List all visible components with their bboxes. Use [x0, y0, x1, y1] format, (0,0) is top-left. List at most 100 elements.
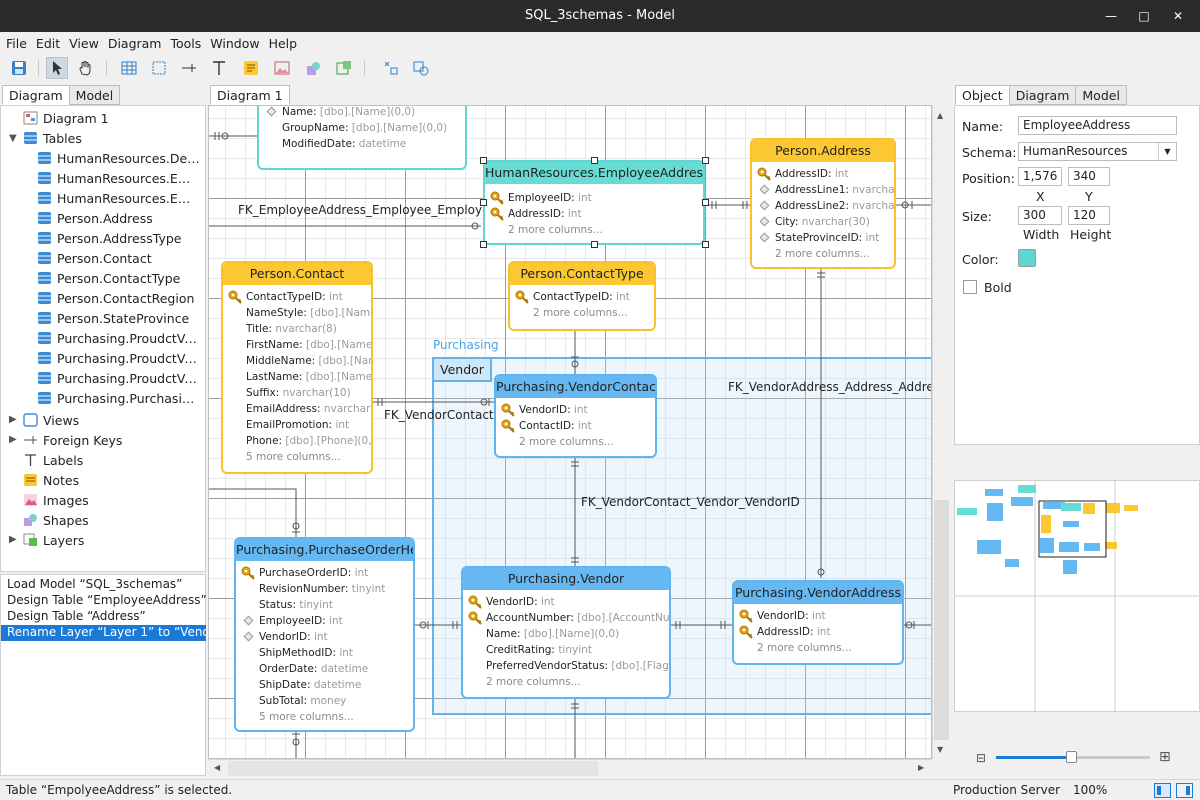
zoom-slider[interactable]: [996, 751, 1150, 763]
menu-window[interactable]: Window: [210, 36, 260, 51]
scrollbar-thumb[interactable]: [228, 761, 598, 776]
scroll-right-icon[interactable]: ▶: [918, 763, 925, 772]
tree-item-table[interactable]: HumanResources.Departm: [37, 148, 202, 168]
tree-item-table[interactable]: Person.StateProvince: [37, 308, 189, 328]
tree-item-table[interactable]: HumanResources.Employe: [37, 188, 202, 208]
tree-item-labels[interactable]: Labels: [23, 450, 83, 470]
tab-model-props[interactable]: Model: [1075, 85, 1127, 105]
tree-item-table[interactable]: Person.ContactRegion: [37, 288, 194, 308]
tree-item-diagram[interactable]: Diagram 1: [23, 108, 109, 128]
fk-label[interactable]: FK_EmployeeAddress_Employee_EmployeeID: [238, 203, 510, 217]
history-item-selected[interactable]: Rename Layer “Layer 1” to “Vendor”: [1, 625, 206, 641]
fk-label[interactable]: FK_VendorContact: [384, 408, 494, 422]
tree-item-foreign-keys[interactable]: Foreign Keys: [23, 430, 122, 450]
fk-label[interactable]: FK_VendorContact_Vendor_VendorID: [581, 495, 800, 509]
more-columns[interactable]: 2 more columns...: [757, 642, 852, 654]
chevron-right-icon[interactable]: ▶: [9, 534, 17, 545]
resize-handle[interactable]: [591, 241, 598, 248]
hand-icon[interactable]: [74, 57, 96, 79]
tab-diagram-props[interactable]: Diagram: [1008, 85, 1077, 105]
layout-toggle-icon[interactable]: [1154, 783, 1171, 798]
pointer-icon[interactable]: [46, 57, 68, 79]
chevron-right-icon[interactable]: ▶: [9, 414, 17, 425]
tree-item-table[interactable]: HumanResources.Employe: [37, 168, 202, 188]
chevron-down-icon[interactable]: ▼: [1158, 143, 1176, 160]
minimize-button[interactable]: —: [1105, 9, 1117, 23]
menu-file[interactable]: File: [6, 36, 27, 51]
menu-view[interactable]: View: [69, 36, 99, 51]
zoom-out-icon[interactable]: ⊟: [976, 751, 987, 765]
shape-icon[interactable]: [302, 57, 324, 79]
name-field[interactable]: EmployeeAddress: [1018, 116, 1177, 135]
zoom-slider-handle[interactable]: [1066, 751, 1077, 763]
more-columns[interactable]: 2 more columns...: [486, 676, 581, 688]
horizontal-scrollbar[interactable]: ◀ ▶: [208, 759, 932, 777]
more-columns[interactable]: 2 more columns...: [508, 224, 603, 236]
color-swatch[interactable]: [1018, 249, 1036, 267]
resize-handle[interactable]: [480, 157, 487, 164]
tree-item-table[interactable]: Person.Contact: [37, 248, 152, 268]
scrollbar-thumb[interactable]: [934, 500, 949, 740]
foreign-key-icon[interactable]: [178, 57, 200, 79]
tree-item-table[interactable]: Purchasing.ProudctVendor: [37, 348, 202, 368]
scroll-down-icon[interactable]: ▼: [937, 745, 944, 754]
table-icon[interactable]: [118, 57, 140, 79]
more-columns[interactable]: 2 more columns...: [519, 436, 614, 448]
maximize-button[interactable]: □: [1138, 9, 1150, 23]
tree-item-table[interactable]: Purchasing.ProudctVendor: [37, 368, 202, 388]
tree-item-layers[interactable]: Layers: [23, 530, 84, 550]
tab-model[interactable]: Model: [68, 85, 121, 105]
table-top-partial[interactable]: Name: [dbo].[Name](0,0)GroupName: [dbo].…: [257, 106, 467, 170]
schema-select[interactable]: HumanResources▼: [1018, 142, 1177, 161]
overview-map[interactable]: [954, 480, 1200, 712]
menu-tools[interactable]: Tools: [170, 36, 202, 51]
tab-diagram[interactable]: Diagram: [2, 85, 70, 105]
position-y-field[interactable]: 340: [1068, 167, 1110, 186]
menu-edit[interactable]: Edit: [35, 36, 61, 51]
close-button[interactable]: ✕: [1172, 9, 1184, 23]
tree-item-images[interactable]: Images: [23, 490, 89, 510]
tree-item-shapes[interactable]: Shapes: [23, 510, 89, 530]
tab-diagram-1[interactable]: Diagram 1: [210, 85, 290, 105]
resize-handle[interactable]: [480, 241, 487, 248]
width-field[interactable]: 300: [1018, 206, 1062, 225]
history-item[interactable]: Load Model “SQL_3schemas”: [7, 577, 183, 591]
table-purchase-order-header[interactable]: Purchasing.PurchaseOrderHeader PurchaseO…: [234, 537, 415, 732]
height-field[interactable]: 120: [1068, 206, 1110, 225]
tab-object[interactable]: Object: [955, 85, 1010, 105]
more-columns[interactable]: 5 more columns...: [259, 711, 354, 723]
table-employee-address[interactable]: HumanResources.EmployeeAddress EmployeeI…: [483, 160, 705, 245]
zoom-in-icon[interactable]: ⊞: [1159, 749, 1171, 765]
resize-handle[interactable]: [702, 241, 709, 248]
tree-item-table[interactable]: Person.AddressType: [37, 228, 181, 248]
more-columns[interactable]: 2 more columns...: [775, 248, 870, 260]
note-icon[interactable]: [240, 57, 262, 79]
position-x-field[interactable]: 1,576: [1018, 167, 1062, 186]
layer-icon[interactable]: [333, 57, 355, 79]
tree-item-notes[interactable]: Notes: [23, 470, 79, 490]
panel-toggle-icon[interactable]: [1176, 783, 1193, 798]
fk-label[interactable]: FK_VendorAddress_Address_AddressID: [728, 380, 931, 394]
bold-checkbox[interactable]: [963, 280, 977, 294]
resize-handle[interactable]: [702, 157, 709, 164]
image-icon[interactable]: [271, 57, 293, 79]
chevron-down-icon[interactable]: ▼: [9, 133, 17, 144]
more-columns[interactable]: 5 more columns...: [246, 451, 341, 463]
resize-handle[interactable]: [480, 199, 487, 206]
tree-item-table[interactable]: Purchasing.PurchasingOrd: [37, 388, 202, 408]
history-item[interactable]: Design Table “EmployeeAddress”: [7, 593, 206, 607]
view-icon[interactable]: [148, 57, 170, 79]
scroll-up-icon[interactable]: ▲: [937, 111, 944, 120]
tree-item-table[interactable]: Person.Address: [37, 208, 153, 228]
label-icon[interactable]: [208, 57, 230, 79]
diagram-canvas[interactable]: Purchasing Vendor FK_EmployeeAddress_Emp…: [208, 105, 932, 759]
auto-layout-icon[interactable]: [380, 57, 402, 79]
scroll-left-icon[interactable]: ◀: [214, 763, 221, 772]
tree-item-table[interactable]: Person.ContactType: [37, 268, 180, 288]
tree-item-tables[interactable]: Tables: [23, 128, 82, 148]
